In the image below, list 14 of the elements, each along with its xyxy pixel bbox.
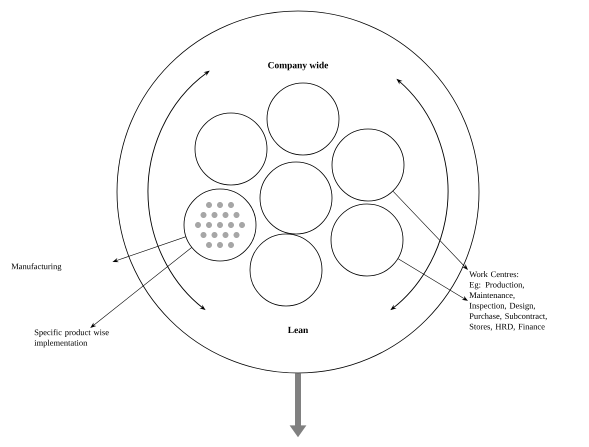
circle-label: Company wide <box>268 62 328 70</box>
leader-line <box>392 191 468 270</box>
label-text: Manufacturing <box>11 263 62 271</box>
circle <box>266 82 340 156</box>
leader-line <box>398 258 468 301</box>
dotted-circle <box>184 188 256 262</box>
circle <box>330 204 404 276</box>
circle-label: Lean <box>288 326 308 334</box>
circle <box>260 162 332 234</box>
circle <box>250 234 322 306</box>
label-text: Specific product wise implementation <box>34 329 109 348</box>
label-text: Work Centres: Eg: Production, Maintenance, Inspection, Design, Purchase, Subcontract, Stores, HRD, Finance <box>469 271 547 331</box>
circle <box>332 128 404 202</box>
circle <box>194 112 268 186</box>
